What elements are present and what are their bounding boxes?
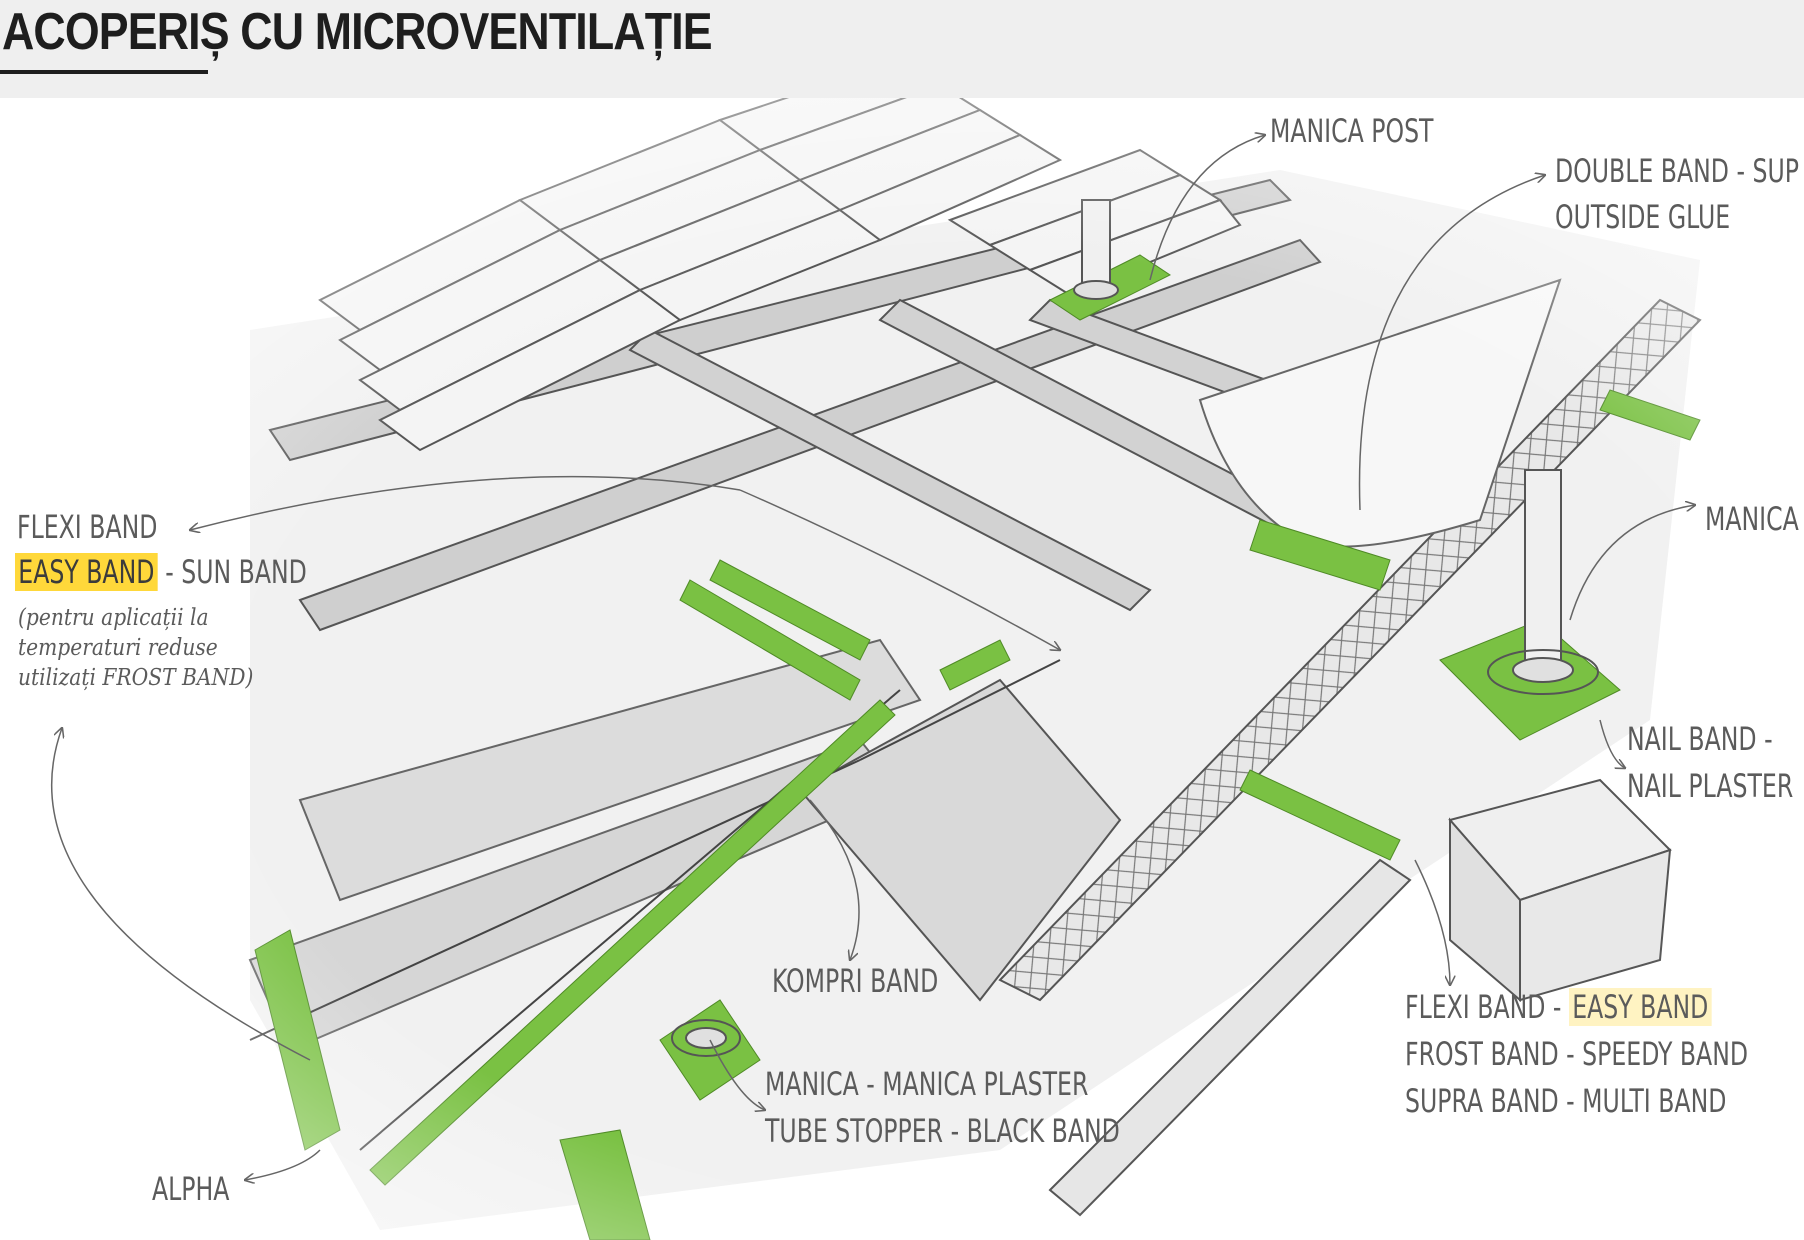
note-line-1: (pentru aplicații la [18,605,209,631]
leader-lines [50,135,1695,1180]
label-double-band-2: OUTSIDE GLUE [1555,198,1731,236]
roof-diagram [0,98,1804,1240]
label-flexi-easy-right: FLEXI BAND - EASY BAND [1405,988,1712,1026]
label-frost-speedy: FROST BAND - SPEEDY BAND [1405,1035,1749,1073]
page-title: ACOPERIȘ CU MICROVENTILAȚIE [2,3,713,61]
label-kompri-band: KOMPRI BAND [772,962,939,1000]
note-line-3: utilizați FROST BAND) [18,665,254,691]
label-nail-plaster: NAIL PLASTER [1627,767,1794,805]
label-nail-band: NAIL BAND - [1627,720,1773,758]
label-manica-right: MANICA [1705,500,1799,538]
label-easy-band-right: EASY BAND [1568,988,1712,1026]
label-manica-plaster: MANICA - MANICA PLASTER [765,1065,1089,1103]
title-bar: ACOPERIȘ CU MICROVENTILAȚIE [0,0,1804,98]
label-double-band-1: DOUBLE BAND - SUP [1555,152,1799,190]
label-sun-band: - SUN BAND [157,553,307,591]
label-supra-multi: SUPRA BAND - MULTI BAND [1405,1082,1727,1120]
label-flexi-band-left: FLEXI BAND [17,508,158,546]
note-line-2: temperaturi reduse [18,635,218,661]
label-tube-stopper: TUBE STOPPER - BLACK BAND [765,1112,1120,1150]
label-easy-sun-band: EASY BAND - SUN BAND [15,553,307,591]
label-easy-band-left: EASY BAND [15,553,158,591]
label-flexi-band-right: FLEXI BAND - [1405,988,1569,1026]
label-alpha: ALPHA [152,1170,230,1208]
title-underline [0,70,208,74]
label-manica-post: MANICA POST [1270,112,1434,150]
